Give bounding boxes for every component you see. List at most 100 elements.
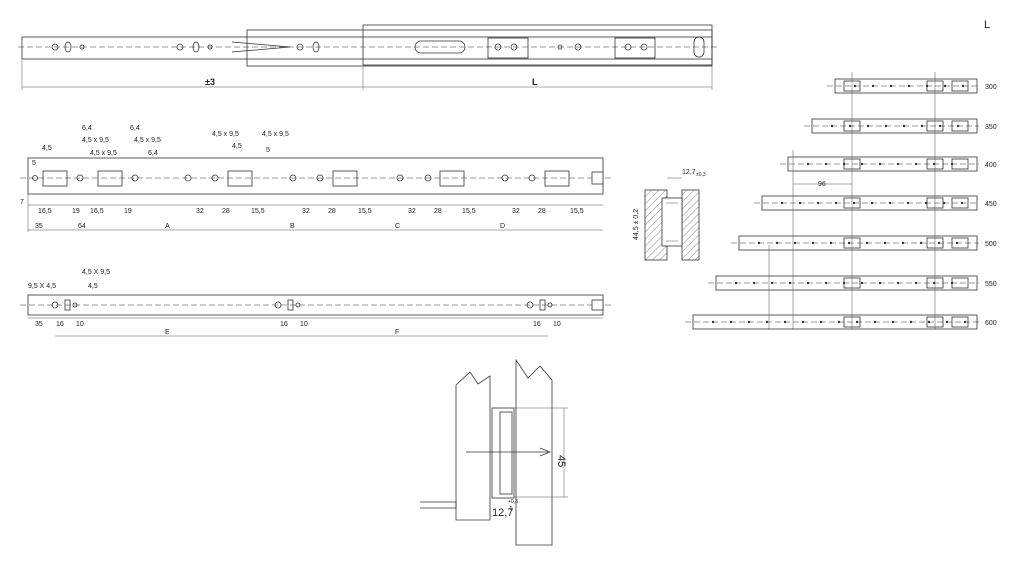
dimension-value: 10 <box>300 321 308 328</box>
mounting-hole <box>289 174 297 182</box>
hole-size-label: 6,4 <box>130 125 140 132</box>
cross-section: 12,7 ±0,3 44,5 ± 0,2 <box>633 169 706 261</box>
hole-size-label: 9,5 X 4,5 <box>28 283 56 290</box>
dimension-value: 15,5 <box>570 208 584 215</box>
mounting-hole <box>528 174 536 182</box>
dimension-value: 35 <box>35 321 43 328</box>
dimension-value: 16 <box>280 321 288 328</box>
rail-middle-body <box>246 29 713 67</box>
dimension-value: 16 <box>56 321 64 328</box>
dimension-value: 15,5 <box>462 208 476 215</box>
svg-text:-0: -0 <box>508 506 513 512</box>
hole-size-label: 6,4 <box>148 150 158 157</box>
hole-size-label: 4,5 x 9,5 <box>134 137 161 144</box>
length-label: 400 <box>985 162 997 169</box>
dimension-value: F <box>395 329 399 336</box>
length-label: L <box>532 77 538 87</box>
dimension-value: 28 <box>328 208 336 215</box>
dimension-value: D <box>500 223 505 230</box>
mounting-slot <box>439 170 465 187</box>
hole-size-label: 4,5 <box>42 145 52 152</box>
length-row: 350 <box>804 118 997 134</box>
hole-size-label: 6,4 <box>82 125 92 132</box>
mounting-slot <box>544 170 570 187</box>
length-label: 600 <box>985 320 997 327</box>
rail-outline <box>761 195 978 211</box>
dimension-value: 35 <box>35 223 43 230</box>
mounting-slot <box>332 170 358 187</box>
svg-text:±0,3: ±0,3 <box>696 172 706 178</box>
rail-outline <box>715 275 978 291</box>
dimension-value: 32 <box>196 208 204 215</box>
section-height: 44,5 ± 0,2 <box>633 209 640 240</box>
dimension-value: 32 <box>512 208 520 215</box>
dimension-value: 10 <box>553 321 561 328</box>
hole-size-label: 4,5 x 9,5 <box>90 150 117 157</box>
dimension-value: 15,5 <box>358 208 372 215</box>
length-row: 500 <box>731 235 997 251</box>
section-width: 12,7 <box>682 169 696 176</box>
mounting-hole <box>76 174 84 182</box>
dimension-value: 16,5 <box>38 208 52 215</box>
mounting-hole <box>274 301 282 309</box>
hole-size-label: 4,5 x 9,5 <box>82 137 109 144</box>
mounting-hole <box>501 174 509 182</box>
mounting-hole <box>396 174 404 182</box>
mounting-hole <box>316 174 324 182</box>
svg-text:+0,3: +0,3 <box>508 499 518 505</box>
dimension-value: 64 <box>78 223 86 230</box>
dimension-value: 16,5 <box>90 208 104 215</box>
hole-size-label: 4,5 x 9,5 <box>262 131 289 138</box>
mounting-slot <box>227 170 253 187</box>
dimension-value: E <box>165 329 170 336</box>
dimension-value: 19 <box>124 208 132 215</box>
mounting-hole <box>184 174 192 182</box>
mount-height: 45 <box>555 455 567 467</box>
hole-size-label: 4,5 x 9,5 <box>212 131 239 138</box>
mounting-hole <box>424 174 432 182</box>
length-row: 450 <box>754 195 997 211</box>
mounting-slot <box>64 299 71 311</box>
length-row: 600 <box>685 314 997 330</box>
mounting-hole <box>526 301 534 309</box>
mounting-slot <box>539 299 546 311</box>
length-label: 450 <box>985 201 997 208</box>
mount-width: 12,7 <box>492 507 513 519</box>
dimension-value: B <box>290 223 295 230</box>
latch-spring <box>231 41 291 53</box>
dimension-value: 32 <box>408 208 416 215</box>
offset-label: ±3 <box>205 77 215 87</box>
mounting-hole <box>131 174 139 182</box>
inner-rail: 6,4 4,5 x 9,5 4,5 x 9,5 6,4 4,5 x 9,5 4,5 x 9… <box>20 125 612 232</box>
length-label: 350 <box>985 124 997 131</box>
mounting-slot <box>42 170 68 187</box>
dimension-value: 28 <box>222 208 230 215</box>
spacing-label: 96 <box>818 181 826 188</box>
hole-size-label: 4,5 X 9,5 <box>82 269 110 276</box>
hole-size-label: 7 <box>20 199 24 206</box>
length-row: 400 <box>780 156 997 172</box>
mounting-hole <box>51 301 59 309</box>
hole-size-label: 4,5 <box>88 283 98 290</box>
dimension-value: 15,5 <box>251 208 265 215</box>
dimension-value: 28 <box>538 208 546 215</box>
mounting-slot <box>287 299 294 311</box>
mounting-detail: 45 12,7 +0,3 -0 <box>420 358 568 546</box>
dimension-value: 19 <box>72 208 80 215</box>
length-label: 300 <box>985 84 997 91</box>
length-label: 550 <box>985 281 997 288</box>
mounting-slot <box>97 170 123 187</box>
hole-size-label: 4,5 <box>232 143 242 150</box>
dimension-value: 32 <box>302 208 310 215</box>
rail-inner-body <box>362 24 713 66</box>
length-label: 500 <box>985 241 997 248</box>
dimension-value: 10 <box>76 321 84 328</box>
hole-size-label: 5 <box>266 147 270 154</box>
hole-size-label: 5 <box>32 160 36 167</box>
mounting-hole <box>211 174 219 182</box>
dimension-value: A <box>165 223 170 230</box>
